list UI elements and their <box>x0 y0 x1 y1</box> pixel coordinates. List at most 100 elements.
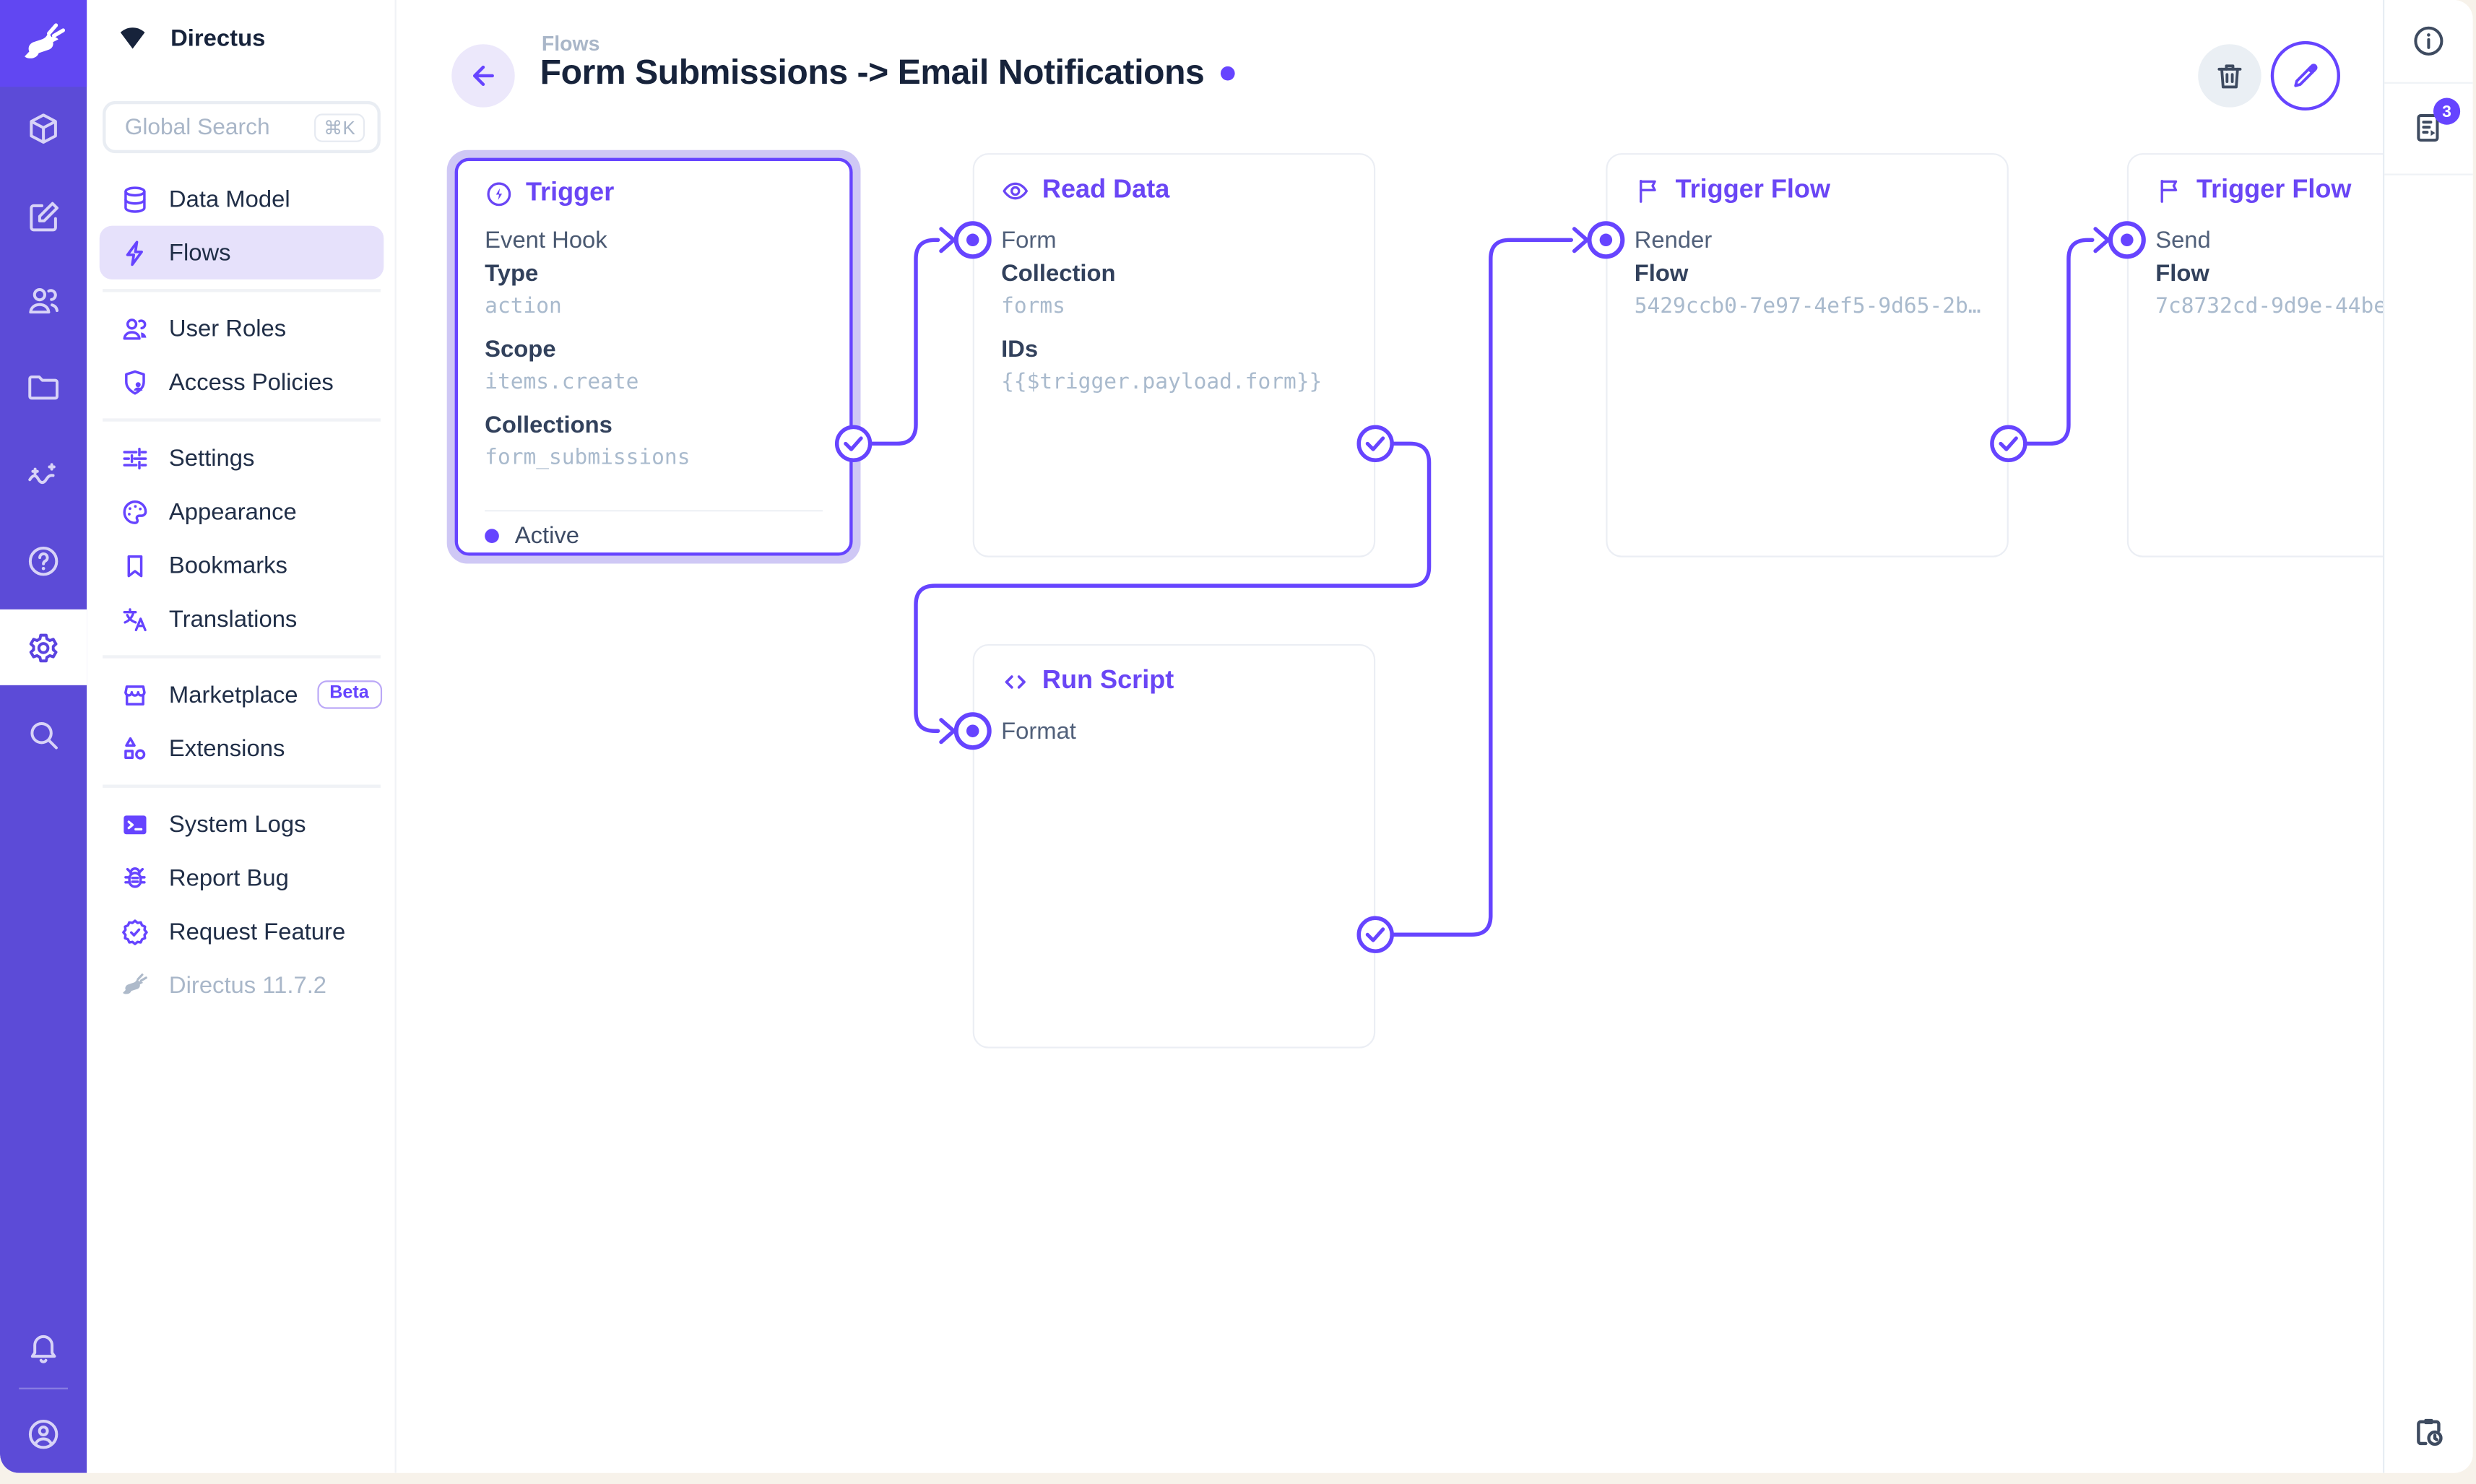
sidebar-item-appearance[interactable]: Appearance <box>100 485 384 538</box>
divider <box>103 289 381 292</box>
terminal-icon <box>118 808 150 840</box>
database-icon <box>118 183 150 215</box>
page-title: Form Submissions -> Email Notifications <box>540 52 1205 92</box>
flow-status: Active <box>485 523 579 550</box>
sidebar-item-flows[interactable]: Flows <box>99 225 384 279</box>
node-trigger-flow-header: Trigger Flow <box>1635 175 1830 206</box>
divider <box>103 655 381 659</box>
delete-flow-button[interactable] <box>2198 44 2261 108</box>
sidebar-item-report-bug[interactable]: Report Bug <box>100 851 384 904</box>
app-version: Directus 11.7.2 <box>100 958 384 1012</box>
sidebar-item-access-policies[interactable]: Access Policies <box>100 355 384 409</box>
divider <box>2384 82 2473 84</box>
status-dot <box>485 529 499 544</box>
module-search[interactable] <box>0 707 87 760</box>
sidebar-item-settings[interactable]: Settings <box>100 431 384 485</box>
clipboard-clock-icon <box>2417 1418 2443 1446</box>
info-icon <box>2414 26 2443 56</box>
help-icon <box>28 545 59 576</box>
project-switcher[interactable]: Directus <box>116 20 266 55</box>
sidebar-item-user-roles[interactable]: User Roles <box>100 302 384 355</box>
flag-icon <box>2160 178 2178 202</box>
directus-logo-tile[interactable] <box>0 0 87 87</box>
trash-icon <box>2217 64 2242 89</box>
input-label: Form <box>1001 227 1057 254</box>
module-bar <box>0 0 87 1473</box>
node-read-data-header: Read Data <box>1001 175 1169 206</box>
flag-icon <box>1640 178 1656 202</box>
sidebar-item-extensions[interactable]: Extensions <box>100 721 384 775</box>
bolt-circle-icon <box>487 181 511 206</box>
sidebar-item-translations[interactable]: Translations <box>100 592 384 646</box>
module-editor[interactable] <box>0 189 87 243</box>
project-name: Directus <box>170 24 266 52</box>
box-icon <box>30 113 57 143</box>
badge-check-icon <box>118 916 150 947</box>
node-run-script-header: Run Script <box>1001 667 1174 697</box>
divider <box>103 784 381 788</box>
module-files[interactable] <box>0 360 87 413</box>
search-placeholder: Global Search <box>124 114 270 140</box>
sidebar-item-data-model[interactable]: Data Model <box>100 172 384 225</box>
activity-sparkle-icon <box>28 462 56 484</box>
module-settings[interactable] <box>0 609 87 685</box>
bell-icon <box>30 1334 56 1363</box>
shapes-icon <box>118 732 150 764</box>
flow-node-trigger[interactable]: Trigger Event Hook Type action Scope ite… <box>446 149 861 564</box>
edit-flow-button[interactable] <box>2270 40 2340 111</box>
module-help[interactable] <box>0 534 87 587</box>
unsaved-dot <box>1220 65 1234 80</box>
input-label: Render <box>1634 227 1713 254</box>
user-circle-icon <box>28 1418 59 1449</box>
module-insights[interactable] <box>0 447 87 500</box>
users-icon <box>29 287 59 313</box>
users-icon <box>118 313 150 344</box>
arrow-left-icon <box>472 65 494 86</box>
global-search[interactable]: Global Search ⌘K <box>103 100 381 154</box>
palette-icon <box>118 495 150 527</box>
module-content[interactable] <box>0 101 87 155</box>
flow-node-run-script[interactable]: Run Script Format <box>972 643 1376 1049</box>
notifications-button[interactable] <box>0 1320 87 1374</box>
sidebar-item-system-logs[interactable]: System Logs <box>100 797 384 851</box>
module-users[interactable] <box>0 273 87 326</box>
divider <box>103 418 381 422</box>
pencil-icon <box>2294 64 2318 87</box>
breadcrumb[interactable]: Flows <box>541 31 600 56</box>
folder-icon <box>28 374 59 399</box>
eye-icon <box>1003 181 1028 199</box>
logs-icon <box>2417 114 2439 142</box>
flow-node-read-data[interactable]: Read Data Form Collection forms IDs {{$t… <box>972 153 1376 557</box>
directus-rabbit-icon <box>118 969 150 1001</box>
bolt-icon <box>118 237 150 269</box>
divider <box>19 1387 69 1389</box>
title-row: Form Submissions -> Email Notifications <box>540 52 1234 93</box>
shield-user-icon <box>118 366 150 398</box>
directus-rabbit-logo <box>24 22 64 58</box>
nav-list: Data Model Flows User Roles Access Polic… <box>99 172 384 1012</box>
project-wedge-icon <box>120 27 145 49</box>
divider <box>485 510 823 512</box>
sidebar-item-marketplace[interactable]: Marketplace Beta <box>100 668 384 721</box>
beta-badge: Beta <box>316 680 382 710</box>
back-button[interactable] <box>451 44 515 108</box>
flow-node-trigger-flow-render[interactable]: Trigger Flow Render Flow 5429ccb0-7e97-4… <box>1606 153 2009 557</box>
logs-button[interactable] <box>2384 82 2472 174</box>
gear-icon <box>29 633 58 662</box>
node-trigger-header: Trigger <box>485 178 614 209</box>
info-button[interactable] <box>2384 0 2472 82</box>
input-label: Send <box>2155 227 2211 254</box>
search-shortcut: ⌘K <box>314 113 365 142</box>
sidebar-item-request-feature[interactable]: Request Feature <box>100 905 384 958</box>
revisions-button[interactable] <box>2384 1394 2472 1470</box>
nav-sidebar: Directus Global Search ⌘K Data Model Flo… <box>87 0 397 1473</box>
edit-square-icon <box>30 201 59 231</box>
divider <box>2384 173 2473 175</box>
user-menu-button[interactable] <box>0 1407 87 1460</box>
storefront-icon <box>118 679 150 711</box>
sliders-icon <box>118 442 150 474</box>
code-icon <box>1005 674 1026 688</box>
sidebar-item-bookmarks[interactable]: Bookmarks <box>100 539 384 592</box>
